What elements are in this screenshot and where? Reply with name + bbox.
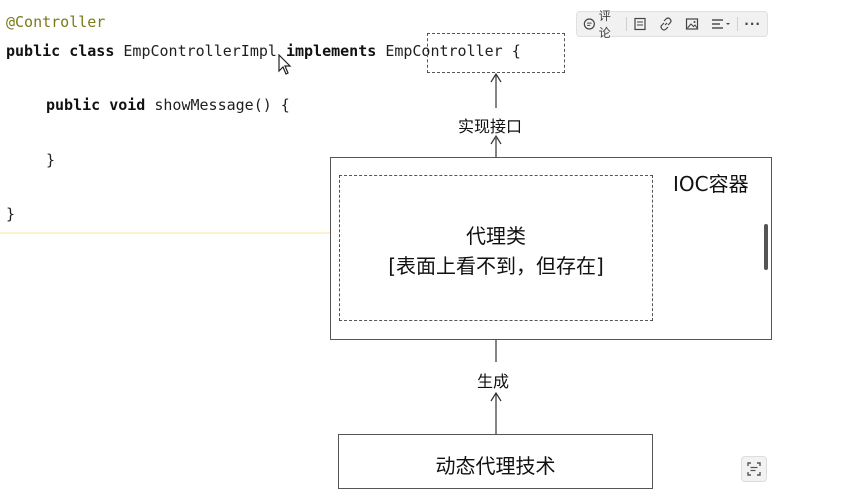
dynamic-proxy-label: 动态代理技术 (435, 454, 556, 478)
generate-label: 生成 (477, 372, 510, 391)
controller-annotation: @Controller (6, 13, 106, 31)
method-signature: showMessage() { (154, 96, 290, 114)
keyword-public-method: public (46, 96, 101, 114)
keyword-void: void (109, 96, 146, 114)
comment-button[interactable]: 评论 (577, 9, 626, 40)
comment-icon (583, 18, 595, 30)
class-name: EmpControllerImpl (123, 42, 277, 60)
proxy-class-subtitle: [表面上看不到，但存在] (388, 254, 604, 278)
implements-interface-label: 实现接口 (458, 117, 523, 136)
proxy-class-box (339, 175, 653, 321)
arrowhead-ioc-to-label (490, 134, 502, 145)
align-dropdown-button[interactable] (705, 12, 737, 36)
scan-button[interactable] (741, 456, 767, 482)
class-open-brace: { (511, 42, 521, 60)
floating-toolbar: 评论 ··· (576, 9, 768, 40)
scrollbar-thumb[interactable] (764, 224, 768, 270)
class-close-brace: } (6, 205, 16, 223)
link-button[interactable] (653, 12, 679, 36)
arrowhead-dynamic-to-generate (490, 391, 502, 402)
keyword-class: class (69, 42, 115, 60)
dynamic-proxy-box (338, 434, 653, 489)
method-close-brace: } (46, 151, 56, 169)
scan-icon (747, 462, 761, 476)
more-icon: ··· (744, 17, 761, 31)
method-declaration-line: public void showMessage() { (46, 96, 290, 114)
more-button[interactable]: ··· (738, 12, 767, 36)
class-declaration-line: public class EmpControllerImpl implement… (6, 42, 521, 60)
note-icon (634, 17, 646, 31)
interface-highlight-box (427, 33, 565, 73)
arrowhead-label-to-interface (490, 72, 502, 83)
toolbar-divider-2 (737, 17, 739, 31)
keyword-implements: implements (285, 42, 377, 60)
link-icon (660, 17, 672, 31)
interface-name: EmpController (385, 42, 503, 60)
toolbar-divider (626, 17, 628, 31)
image-button[interactable] (679, 12, 705, 36)
ioc-container-label: IOC容器 (673, 172, 749, 196)
image-icon (686, 18, 699, 30)
proxy-class-title: 代理类 (466, 224, 526, 248)
comment-label: 评论 (598, 9, 611, 40)
align-icon (712, 19, 731, 29)
ioc-container-box (330, 157, 772, 340)
note-button[interactable] (627, 12, 653, 36)
mouse-cursor-icon (278, 54, 292, 75)
code-line-highlight (0, 232, 560, 234)
keyword-public: public (6, 42, 61, 60)
